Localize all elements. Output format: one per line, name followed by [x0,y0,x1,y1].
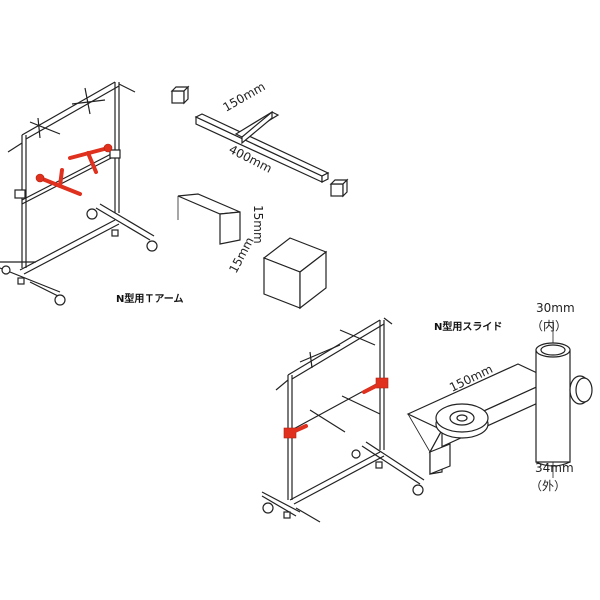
slide-part-drawing: 150mm 30mm （内） 34mm （外） [406,301,593,493]
t-arm-part-drawing: 150mm 400mm 15mm 15mm [170,79,349,310]
t-arm-caption: N型用Ｔアーム [116,292,183,305]
t-arm-arm-length-label: 150mm [221,79,268,114]
t-arm-section-height-label: 15mm [251,205,265,244]
rack-illustration-t-arm [0,81,158,306]
slide-caption: N型用スライド [434,320,502,333]
slide-highlight [375,377,389,389]
slide-outer-diameter-label: （外） [530,479,566,493]
slide-inner-diameter-value: 30mm [536,301,575,315]
slide-outer-diameter-value: 34mm [535,461,574,475]
slide-inner-diameter-label: （内） [531,319,567,333]
rack-illustration-slide [261,317,425,523]
